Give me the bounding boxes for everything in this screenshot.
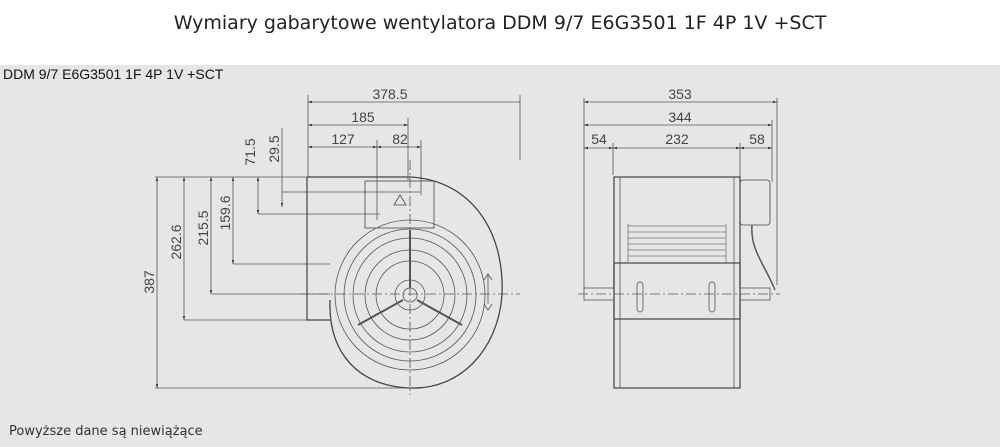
disclaimer-note: Powyższe dane są niewiążące — [9, 424, 203, 439]
dim-29-5: 29.5 — [266, 135, 282, 162]
dim-353: 353 — [668, 86, 692, 102]
dim-58: 58 — [749, 131, 765, 147]
dim-185: 185 — [351, 109, 375, 125]
side-view — [578, 98, 780, 389]
dim-344: 344 — [668, 109, 692, 125]
dim-387: 387 — [141, 270, 157, 294]
page-title: Wymiary gabarytowe wentylatora DDM 9/7 E… — [173, 12, 827, 34]
dim-262-6: 262.6 — [168, 224, 184, 259]
dim-71-5: 71.5 — [242, 138, 258, 165]
dim-215-5: 215.5 — [195, 210, 211, 245]
dim-54: 54 — [591, 131, 607, 147]
dim-232: 232 — [665, 131, 689, 147]
dim-127: 127 — [331, 131, 355, 147]
dim-82: 82 — [392, 131, 408, 147]
front-view — [155, 95, 521, 395]
drawing-panel — [0, 65, 1000, 447]
dim-159-6: 159.6 — [217, 195, 233, 230]
model-label: DDM 9/7 E6G3501 1F 4P 1V +SCT — [3, 66, 224, 82]
dim-378-5: 378.5 — [372, 86, 407, 102]
